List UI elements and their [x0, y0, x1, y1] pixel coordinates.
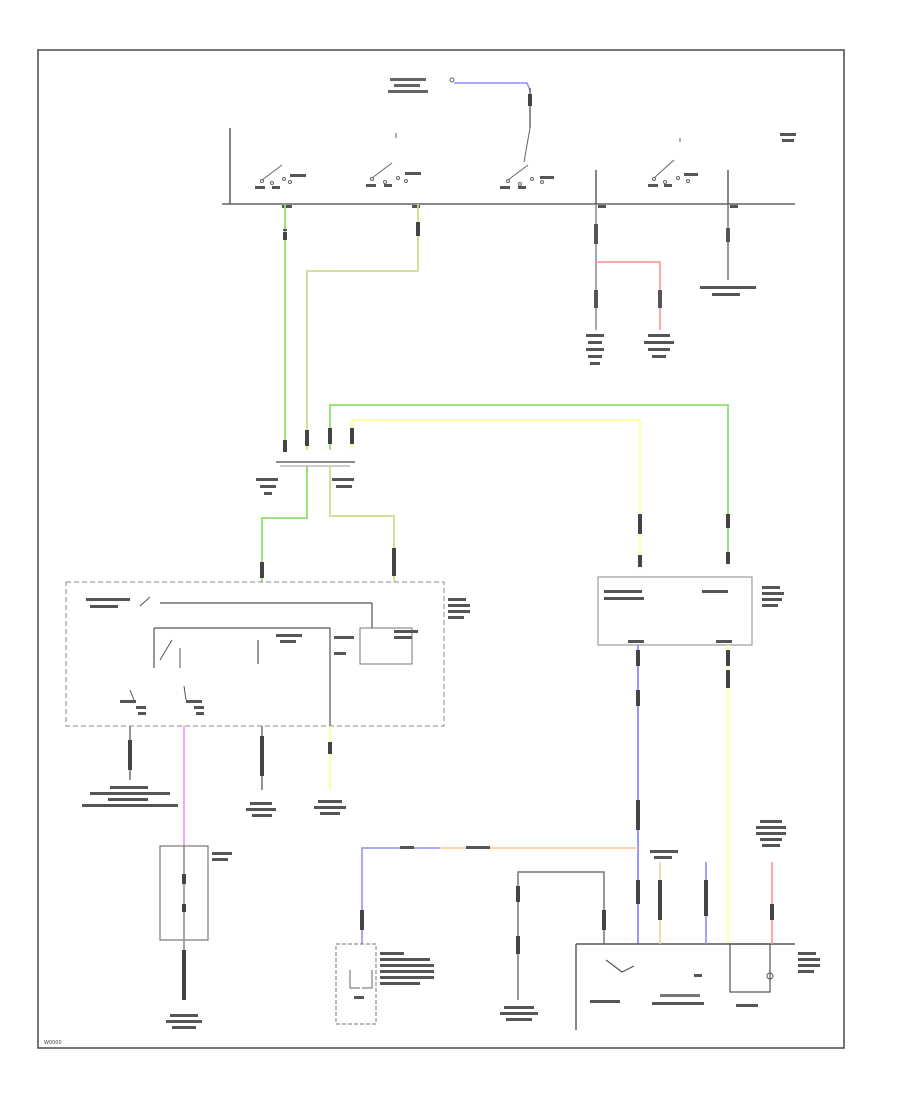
junction-connector	[256, 461, 355, 495]
left-control-module	[65, 581, 470, 727]
bottom-right-assembly	[575, 820, 820, 1030]
left-module-output-labels	[82, 786, 346, 817]
diagram-id: W0000	[44, 1040, 62, 1046]
switch-labels	[255, 133, 796, 208]
top-power-source	[388, 77, 532, 163]
diagram-frame	[37, 49, 845, 1049]
wire-green-1	[283, 204, 287, 452]
right-module-outputs	[636, 645, 730, 944]
switch-3	[506, 164, 544, 186]
right-control-module	[597, 576, 784, 646]
switch-1	[260, 164, 292, 185]
switch-2	[370, 133, 408, 184]
wire-olive-1	[305, 204, 420, 450]
wire-to-left-module	[260, 466, 396, 582]
switch-4	[652, 138, 690, 184]
ignition-switch-contacts	[260, 133, 690, 186]
lower-middle-wires	[500, 871, 606, 1021]
wire-green-2	[328, 404, 730, 564]
left-module-outputs	[128, 726, 332, 846]
ignition-switch-bus	[222, 128, 795, 205]
left-bottom-component	[159, 845, 232, 1029]
right-branch-labels	[586, 286, 756, 365]
lower-relay	[335, 943, 434, 1025]
wire-yellow-1	[350, 419, 642, 570]
wire-orange-blue	[360, 846, 638, 944]
wire-right-branches	[594, 204, 730, 330]
